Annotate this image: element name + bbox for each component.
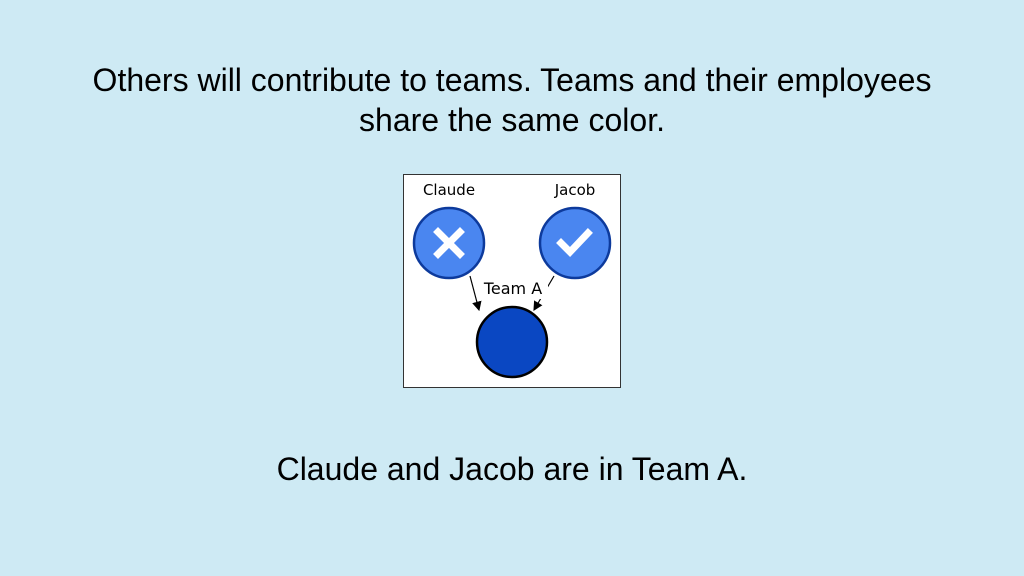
heading-line-1: Others will contribute to teams. Teams a… <box>92 62 932 98</box>
slide-caption: Claude and Jacob are in Team A. <box>276 451 748 487</box>
check-icon <box>556 228 593 258</box>
heading-line-2: share the same color. <box>359 102 665 138</box>
team-diagram: Claude Jacob Team A <box>403 174 621 388</box>
employee-node-jacob <box>538 206 612 280</box>
employee-label-claude: Claude <box>423 181 475 199</box>
employee-node-claude <box>412 206 486 280</box>
employee-label-jacob: Jacob <box>554 181 596 199</box>
team-diagram-svg: Claude Jacob Team A <box>412 181 612 379</box>
edge-claude-to-team <box>469 275 482 312</box>
team-node-team-a <box>475 305 549 379</box>
slide-heading: Others will contribute to teams. Teams a… <box>0 60 1024 140</box>
team-label-bg <box>478 277 548 299</box>
x-icon <box>433 227 465 259</box>
team-label: Team A <box>483 279 542 298</box>
